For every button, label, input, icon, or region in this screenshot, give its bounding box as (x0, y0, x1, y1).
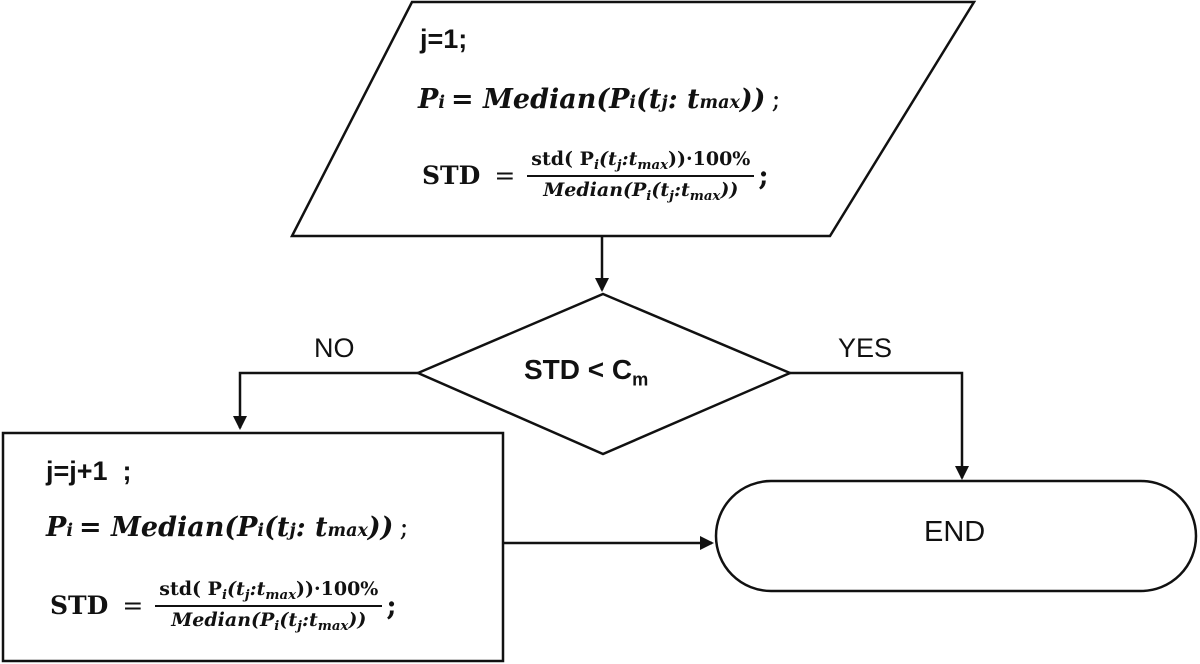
loop-std-formula: STD = std( Pi(tj:tmax))·100% Median(Pi(t… (50, 578, 397, 634)
decision-label: STD < Cm (524, 354, 649, 390)
decision-diamond (414, 292, 794, 456)
arrow-no-branch (233, 371, 418, 430)
end-terminal (714, 479, 1198, 593)
top-median-rhs: = Median(P (450, 84, 630, 115)
yes-label: YES (838, 333, 893, 363)
top-std-label: STD (422, 161, 481, 191)
arrow-yes-branch (790, 371, 969, 480)
top-std-fraction: std( Pi(tj:tmax))·100% Median(Pi(tj:tmax… (527, 148, 755, 204)
loop-step-text: j=j+1 ; (46, 456, 132, 486)
end-label: END (924, 516, 986, 548)
top-init-text: j=1; (420, 24, 468, 54)
process-rectangle (1, 431, 505, 663)
top-std-formula: STD = std( Pi(tj:tmax))·100% Median(Pi(t… (422, 148, 769, 204)
top-median-lhs: P (418, 84, 439, 115)
input-parallelogram (289, 0, 977, 238)
loop-std-fraction: std( Pi(tj:tmax))·100% Median(Pi(tj:tmax… (155, 578, 383, 634)
no-label: NO (314, 333, 355, 363)
